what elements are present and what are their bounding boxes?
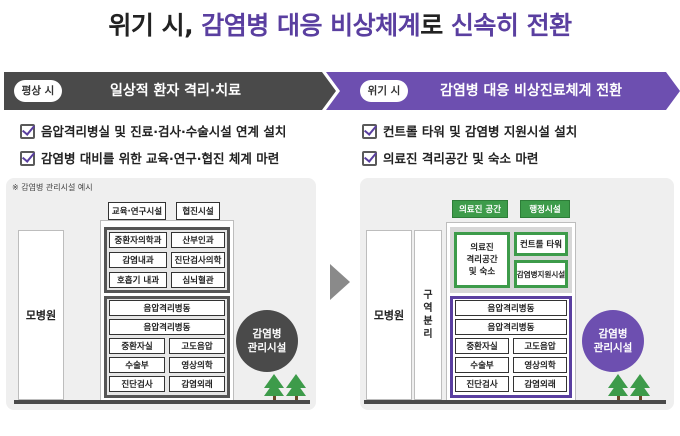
right-radiology: 영상의학 xyxy=(513,357,567,373)
checkbox-icon xyxy=(20,151,35,166)
left-lab: 진단검사 xyxy=(109,376,165,392)
left-header-text: 일상적 환자 격리·치료 xyxy=(110,83,241,99)
right-lab: 진단검사 xyxy=(455,376,509,392)
left-check-1: 음압격리병실 및 진료·검사·수술시설 연계 설치 xyxy=(20,123,286,141)
left-outpatient: 감염외래 xyxy=(169,376,225,392)
zone-separation: 구 역 분 리 xyxy=(414,230,442,400)
example-note: ※ 감염병 관리시설 예시 xyxy=(12,183,93,192)
right-pill: 위기 시 xyxy=(360,80,408,102)
right-ward-1: 음압격리병동 xyxy=(455,300,567,316)
left-ground xyxy=(14,400,310,404)
left-check-2: 감염병 대비를 위한 교육·연구·협진 체계 마련 xyxy=(20,150,279,168)
left-main-hospital: 모병원 xyxy=(18,230,64,400)
left-ward-1: 음압격리병동 xyxy=(109,300,225,316)
staff-space-callout: 의료진 공간 xyxy=(452,200,508,218)
left-high-negative: 고도음압 xyxy=(169,338,225,354)
right-main-hospital: 모병원 xyxy=(366,230,412,400)
support-facility-box: 감염병지원시설 xyxy=(514,260,568,288)
dept-obgyn: 산부인과 xyxy=(171,232,225,248)
tree-icon xyxy=(608,374,628,400)
left-radiology: 영상의학 xyxy=(169,357,225,373)
right-surgery: 수술부 xyxy=(455,357,509,373)
dept-lab-medicine: 진단검사의학 xyxy=(171,252,225,268)
right-icu: 중환자실 xyxy=(455,338,509,354)
left-surgery: 수술부 xyxy=(109,357,165,373)
right-high-negative: 고도음압 xyxy=(513,338,567,354)
admin-facility-callout: 행정시설 xyxy=(520,200,570,218)
checkbox-icon xyxy=(362,124,377,139)
title-part3: 로 xyxy=(420,11,451,40)
dept-pulmonary: 호흡기 내과 xyxy=(109,272,167,288)
left-ward-2: 음압격리병동 xyxy=(109,319,225,335)
tree-icon xyxy=(286,374,306,400)
collab-facility-callout: 협진시설 xyxy=(176,202,220,220)
title-part1: 위기 시, xyxy=(108,11,202,40)
title-part4: 신속히 전환 xyxy=(450,11,572,40)
right-header-text: 감염병 대응 비상진료체계 전환 xyxy=(440,83,623,99)
right-ground xyxy=(364,400,666,404)
right-check-2: 의료진 격리공간 및 숙소 마련 xyxy=(362,150,538,168)
checkbox-icon xyxy=(362,151,377,166)
page-title: 위기 시, 감염병 대응 비상체계로 신속히 전환 xyxy=(0,6,680,42)
dept-cardio: 심뇌혈관 xyxy=(171,272,225,288)
dept-icu-medicine: 중환자의학과 xyxy=(109,232,167,248)
tree-icon xyxy=(264,374,284,400)
control-tower-box: 컨트롤 타워 xyxy=(514,232,568,256)
tree-icon xyxy=(630,374,650,400)
left-pill: 평상 시 xyxy=(14,80,62,102)
dept-infectious: 감염내과 xyxy=(109,252,167,268)
right-ward-2: 음압격리병동 xyxy=(455,319,567,335)
right-outpatient: 감염외래 xyxy=(513,376,567,392)
arrow-right-icon xyxy=(330,264,350,300)
title-part2: 감염병 대응 비상체계 xyxy=(201,11,421,40)
right-check-1: 컨트롤 타워 및 감염병 지원시설 설치 xyxy=(362,123,577,141)
checkbox-icon xyxy=(20,124,35,139)
left-icu: 중환자실 xyxy=(109,338,165,354)
education-facility-callout: 교육·연구시설 xyxy=(108,202,166,220)
